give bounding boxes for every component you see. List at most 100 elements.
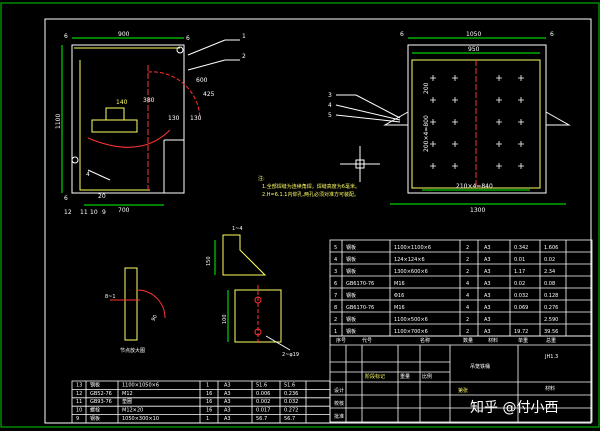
table-cell: 12 (76, 391, 82, 397)
table-cell: GB93-76 (90, 399, 112, 405)
rt-header-name: 名称 (420, 337, 430, 344)
title-checked: 校核 (334, 400, 344, 407)
left-view-hoist-block (91, 119, 138, 133)
dim-130-small: 130 (190, 115, 202, 122)
leader-1 (187, 39, 226, 56)
table-cell: 6 (334, 281, 337, 287)
table-cell: A3 (224, 416, 231, 422)
left-view-inner-yellow (79, 60, 150, 191)
table-cell: 1100×1100×6 (394, 245, 431, 251)
dim-130: 130 (168, 115, 180, 122)
node-detail (110, 267, 166, 341)
dim-6-rv-right: 6 (550, 31, 554, 38)
right-leader-label-3: 3 (328, 92, 332, 99)
table-cell: 16 (206, 408, 212, 414)
table-cell: A3 (484, 293, 491, 299)
bracket-inner-dim: 100 (222, 314, 228, 324)
table-cell: 16 (206, 391, 212, 397)
table-cell: 钢板 (346, 244, 356, 251)
table-cell: 0.342 (514, 245, 528, 251)
table-cell: 2 (466, 269, 469, 275)
table-cell: M12 (122, 391, 133, 397)
table-cell: Φ16 (394, 293, 404, 299)
bracket-side-view (222, 234, 267, 276)
table-cell: 39.56 (544, 329, 558, 335)
dim-200: 200 (423, 82, 430, 94)
title-stage: 阶段标记 (365, 373, 385, 380)
table-cell: 1300×600×6 (394, 269, 428, 275)
table-cell: A3 (224, 391, 231, 397)
title-weight: 重量 (400, 373, 410, 380)
table-cell: 1 (206, 416, 209, 422)
table-cell: A3 (484, 281, 491, 287)
left-view (61, 37, 240, 206)
table-cell: 1 (334, 329, 337, 335)
dim-425: 425 (203, 91, 215, 98)
table-cell: A3 (484, 305, 491, 311)
right-leader-5 (335, 114, 401, 123)
rt-header-code: 代号 (362, 337, 372, 344)
table-cell: A3 (484, 245, 491, 251)
right-leader-4 (335, 104, 401, 121)
table-cell: 4 (466, 305, 469, 311)
right-view (335, 37, 571, 205)
table-cell: A3 (224, 399, 231, 405)
table-cell: 钢板 (346, 328, 356, 335)
table-cell: 51.6 (256, 382, 267, 388)
table-cell: 0.02 (544, 257, 555, 263)
dim-1100: 1100 (55, 114, 62, 129)
leader-label-1: 1 (242, 33, 246, 40)
title-sheet: 第张 (458, 387, 468, 394)
table-cell: 4 (466, 293, 469, 299)
table-cell: 8 (334, 305, 337, 311)
bracket-hole-bottom (254, 328, 262, 336)
right-view-right-ear (545, 111, 571, 126)
table-cell: 0.032 (514, 293, 528, 299)
rt-header-total: 总重 (546, 337, 556, 344)
table-cell: 1 (206, 382, 209, 388)
table-cell: 2 (334, 317, 337, 323)
dim-1300: 1300 (470, 207, 485, 214)
label-11: 11 (80, 209, 88, 216)
table-cell: 7 (334, 293, 337, 299)
table-cell: 0.276 (544, 305, 558, 311)
table-cell: 0.08 (544, 281, 555, 287)
bracket-dim-top: 1~4 (232, 226, 243, 232)
table-cell: 16 (206, 399, 212, 405)
table-cell: 51.6 (284, 382, 295, 388)
dim-6-right: 6 (186, 35, 190, 42)
table-cell: 0.069 (514, 305, 528, 311)
title-approved: 批准 (334, 413, 344, 420)
table-cell: 0.272 (284, 408, 298, 414)
dim-950: 950 (468, 46, 480, 53)
bracket-dim-bottom: 2~φ19 (282, 352, 299, 358)
right-view-hole-grid (430, 75, 524, 169)
node-detail-label: 节点放大图 (120, 347, 145, 354)
table-cell: 1100×1050×6 (122, 382, 159, 388)
notes-line-2: 2.H=6.1.1内仰孔,两孔必须对准方可装配。 (262, 191, 359, 198)
node-arc (136, 289, 166, 319)
right-leader-label-4: 4 (328, 102, 332, 109)
rt-header-qty: 数量 (463, 337, 473, 344)
left-view-arc (147, 71, 201, 121)
title-material: 材料 (545, 385, 555, 392)
table-cell: 0.128 (544, 293, 558, 299)
table-cell: 2.590 (544, 317, 558, 323)
table-cell: M12×20 (122, 408, 143, 414)
table-cell: 56.7 (256, 416, 267, 422)
table-cell: 1100×500×6 (394, 317, 428, 323)
table-cell: A3 (224, 382, 231, 388)
bracket-detail (214, 234, 291, 351)
table-cell: GB6170-76 (346, 305, 374, 311)
table-cell: 4 (466, 281, 469, 287)
table-cell: GB6170-76 (346, 281, 374, 287)
parts-table-bottom-border (71, 380, 331, 424)
table-cell: 1.17 (514, 269, 525, 275)
node-detail-dim: 90 (151, 314, 159, 323)
bracket-leader (265, 335, 291, 351)
table-cell: 3 (334, 269, 337, 275)
dim-210x4: 210×4=840 (456, 183, 493, 190)
title-code: JH1.3 (544, 354, 558, 360)
table-cell: 56.7 (284, 416, 295, 422)
